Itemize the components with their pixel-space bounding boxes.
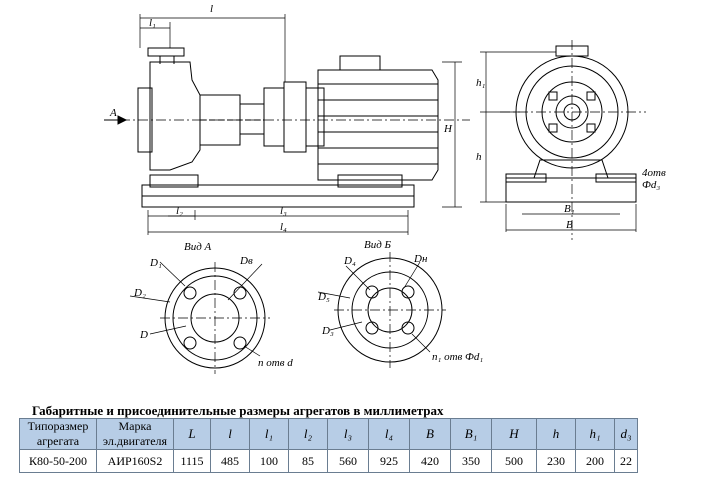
table-header-cell: l₂	[288, 418, 328, 450]
view-a-title: Вид А	[184, 241, 212, 253]
dim-l1-label: l₁	[149, 17, 156, 29]
dim-l-label: l	[210, 3, 213, 15]
anchor-holes-label: 4отв	[642, 167, 666, 179]
dim-l3-label: l₃	[280, 205, 287, 217]
flange-view-a	[129, 261, 270, 374]
flange-D3-label: D₃	[321, 325, 334, 337]
table-cell: 500	[491, 449, 537, 473]
anchor-d3-label: Фd₃	[642, 179, 660, 191]
flange-D8-label: Dв	[239, 255, 253, 267]
holes-right-label: n₁ отв Фd₁	[432, 351, 483, 363]
table-header-cell: Марка эл.двигателя	[96, 418, 174, 450]
table-header-cell: Типоразмер агрегата	[19, 418, 97, 450]
table-cell: 925	[368, 449, 410, 473]
table-header-cell: H	[491, 418, 537, 450]
table-cell: 230	[536, 449, 576, 473]
flange-D-label: D	[139, 329, 148, 341]
dim-B1-label: B₁	[564, 203, 575, 215]
table-header-cell: h₁	[575, 418, 615, 450]
front-view	[480, 40, 646, 240]
dim-l2-label: l₂	[176, 205, 183, 217]
table-header-cell: h	[536, 418, 576, 450]
table-header-cell: l	[210, 418, 250, 450]
table-cell: 100	[249, 449, 289, 473]
table-header-cell: B	[409, 418, 451, 450]
technical-drawing: l l₁ l₂ l₃ l₄ H h₁ h B₁ B A 4отв Фd₃ Вид…	[104, 3, 666, 374]
flange-D4-label: D₄	[343, 255, 356, 267]
table-header-cell: B₁	[450, 418, 492, 450]
dim-H-label: H	[443, 123, 453, 135]
table-header-cell: l₄	[368, 418, 410, 450]
table-cell: 560	[327, 449, 369, 473]
table-cell: 1115	[173, 449, 211, 473]
table-caption: Габаритные и присоединительные размеры а…	[32, 403, 444, 418]
flange-view-b	[317, 252, 446, 368]
flange-D2-label: D₂	[133, 287, 146, 299]
holes-left-label: n отв d	[258, 357, 293, 369]
table-header-cell: d₃	[614, 418, 638, 450]
flange-D1-label: D₁	[149, 257, 162, 269]
side-view	[104, 14, 470, 235]
table-cell: 85	[288, 449, 328, 473]
view-b-title: Вид Б	[364, 239, 392, 251]
dim-l4-label: l₄	[280, 221, 287, 233]
table-cell: 485	[210, 449, 250, 473]
table-header-cell: L	[173, 418, 211, 450]
table-cell: АИР160S2	[96, 449, 174, 473]
table-cell: 350	[450, 449, 492, 473]
dim-h-label: h	[476, 151, 482, 163]
table-header-cell: l₁	[249, 418, 289, 450]
flange-D5-label: D₅	[317, 291, 330, 303]
table-cell: 420	[409, 449, 451, 473]
table-cell: 22	[614, 449, 638, 473]
flange-Dn-label: Dн	[413, 253, 428, 265]
dim-h1-label: h₁	[476, 77, 486, 89]
arrow-A-label: A	[109, 107, 117, 119]
table-cell: 200	[575, 449, 615, 473]
table-cell: К80-50-200	[19, 449, 97, 473]
table-header-cell: l₃	[327, 418, 369, 450]
dim-B-label: B	[566, 219, 573, 231]
